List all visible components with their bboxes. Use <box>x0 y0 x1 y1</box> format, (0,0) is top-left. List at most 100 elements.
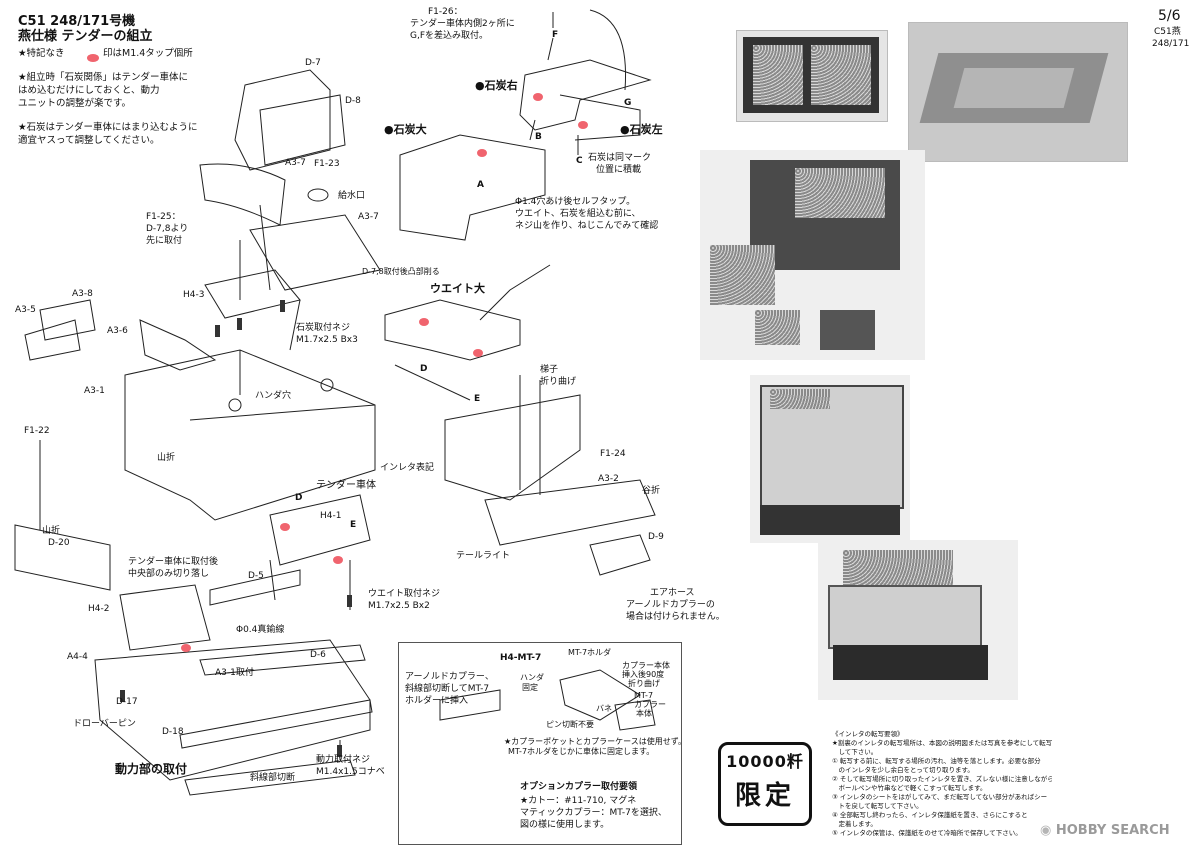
decal-notes-line-10: 定着します。 <box>832 820 877 828</box>
label-mountain-fold-2: 山折 <box>42 526 61 536</box>
part-bottom-shape <box>184 759 356 796</box>
label-a44: A4-4 <box>67 652 88 662</box>
label-motor-screw-1: 動力取付ネジ <box>316 755 371 765</box>
label-spring: バネ <box>596 704 612 713</box>
weight-big-shape <box>384 299 521 361</box>
label-d6: D-6 <box>310 650 326 660</box>
decal-notes-line-11: ⑤ インレタの保管は、保護紙をのせて冷暗所で保存して下さい。 <box>832 829 1022 837</box>
photo-tender-open <box>700 150 925 360</box>
drive-frame-shape <box>94 639 371 781</box>
note-1-line-2: はめ込むだけにしておくと、動力 <box>18 85 160 96</box>
label-tap-line-1: Φ1.4穴あけ後セルフタップ。 <box>515 197 636 207</box>
label-pocket-2: MT-7ホルダをじかに車体に固定します。 <box>508 747 655 756</box>
label-f126-desc-1: テンダー車体内側2ヶ所に <box>410 19 515 29</box>
legend-star-note: ★特記なき <box>18 48 65 59</box>
ref-letter-c: C <box>576 156 583 166</box>
label-a35: A3-5 <box>15 305 36 315</box>
label-coupler-body-2: 挿入後90度 <box>622 670 665 679</box>
part-a35-shape <box>24 319 81 361</box>
page-title: C51 248/171号機 <box>18 14 136 29</box>
ref-letter-e-2: E <box>350 520 357 530</box>
decal-notes: 《インレタの転写要領》 ★割裏のインレタの転写場所は、本図の説明図または写真を参… <box>832 730 1052 840</box>
note-2-line-1: ★石炭はテンダー車体にはまり込むように <box>18 122 198 133</box>
label-h41: H4-1 <box>320 511 342 521</box>
label-ladder-2: 折り曲げ <box>540 377 577 387</box>
label-f123: F1-23 <box>314 159 340 169</box>
label-a38: A3-8 <box>72 289 93 299</box>
ref-letter-f: F <box>552 30 559 40</box>
photo-tender-complete <box>818 540 1018 700</box>
label-f122: F1-22 <box>24 426 50 436</box>
label-coal-right: ●石炭右 <box>475 79 518 92</box>
coal-right-shape <box>519 59 652 131</box>
label-f124: F1-24 <box>600 449 626 459</box>
page-subtitle: 燕仕様 テンダーの組立 <box>18 29 153 44</box>
label-a31: A3-1 <box>84 386 105 396</box>
label-h43: H4-3 <box>183 290 205 300</box>
label-air-hose: エアホース <box>650 588 695 598</box>
label-weight-screw-1: ウエイト取付ネジ <box>368 589 441 599</box>
label-drive-unit-title: 動力部の取付 <box>115 762 188 776</box>
label-decal-mark: インレタ表記 <box>380 463 435 473</box>
label-cut-line-1: テンダー車体に取付後 <box>128 557 219 567</box>
label-tap-line-3: ネジ山を作り、ねじこんでみて確認 <box>515 221 659 231</box>
label-tender-body: テンダー車体 <box>316 480 376 491</box>
label-weight-screw-2: M1.7x2.5 Bx2 <box>368 601 430 611</box>
label-d9: D-9 <box>648 532 664 542</box>
decal-notes-line-2: して下さい。 <box>832 748 878 756</box>
decal-notes-title: 《インレタの転写要領》 <box>832 730 904 738</box>
part-deck-shape <box>249 214 381 291</box>
label-d20: D-20 <box>48 538 70 548</box>
label-arnold-1: アーノルドカプラーの <box>626 600 715 610</box>
ref-letter-a: A <box>477 180 484 190</box>
photo-tender-frame <box>908 22 1128 162</box>
label-tail-light: テールライト <box>456 551 511 561</box>
part-d9-shape <box>589 534 651 576</box>
water-inlet-shape <box>307 188 329 202</box>
label-f126: F1-26： <box>428 7 463 17</box>
badge-count: 10000粁 <box>726 752 804 771</box>
label-mountain-fold-1: 山折 <box>157 453 176 463</box>
label-f125-desc-1: D-7,8より <box>146 224 189 234</box>
label-a31-attach: A3-1取付 <box>215 668 254 678</box>
note-2-line-2: 適宜ヤスって調整してください。 <box>18 135 160 146</box>
label-water-inlet: 給水口 <box>338 191 366 201</box>
part-d7-shape <box>234 69 331 171</box>
label-mt7-coupler-2: カプラー <box>634 700 666 709</box>
label-d7: D-7 <box>305 58 321 68</box>
tap-marks <box>87 54 588 652</box>
label-option-title: オプションカプラー取付要領 <box>520 782 638 792</box>
label-d5: D-5 <box>248 571 264 581</box>
ref-letter-d: D <box>420 364 428 374</box>
label-arnold-cut-3: ホルダーに挿入 <box>405 696 469 706</box>
label-f125: F1-25： <box>146 212 181 222</box>
label-h4-mt7: H4-MT-7 <box>500 653 542 663</box>
part-a36-shape <box>139 319 217 371</box>
label-a32: A3-2 <box>598 474 619 484</box>
label-option-line-1: ★カトー：#11-710, マグネ <box>520 796 637 806</box>
label-h42: H4-2 <box>88 604 110 614</box>
label-arnold-2: 場合は付けられません。 <box>626 612 725 622</box>
part-d6-shape <box>199 644 366 676</box>
label-ladder-1: 梯子 <box>540 365 559 375</box>
coal-big-shape <box>399 134 546 241</box>
option-coupler-box <box>398 642 682 845</box>
part-a38-shape <box>39 299 96 341</box>
decal-notes-line-3: ① 転写する前に、転写する場所の汚れ、油等を落とします。必要な部分 <box>832 757 1041 765</box>
label-motor-screw-2: M1.4x1.5コナベ <box>316 767 385 777</box>
note-1-line-3: ユニットの調整が楽です。 <box>18 98 132 109</box>
label-option-line-2: マティックカプラー：MT-7を選択、 <box>520 808 667 818</box>
ref-letter-b: B <box>535 132 542 142</box>
label-coal-screw-1: 石炭取付ネジ <box>296 323 351 333</box>
label-coal-same-2: 位置に積載 <box>596 165 642 175</box>
label-weight-big: ウエイト大 <box>430 282 485 295</box>
label-mt7-coupler-3: 本体 <box>636 709 652 718</box>
ref-letter-e: E <box>474 394 481 404</box>
photo-coal-parts <box>736 30 888 122</box>
decal-notes-line-1: ★割裏のインレタの転写場所は、本図の説明図または写真を参考にして転写 <box>832 739 1052 747</box>
label-coal-same-1: 石炭は同マーク <box>588 153 652 163</box>
photo-tender-rear <box>750 375 910 543</box>
label-arnold-cut-2: 斜線部切断してMT-7 <box>405 684 490 694</box>
label-coupler-body-1: カプラー本体 <box>622 661 670 670</box>
watermark: ◉ HOBBY SEARCH <box>1040 823 1170 838</box>
